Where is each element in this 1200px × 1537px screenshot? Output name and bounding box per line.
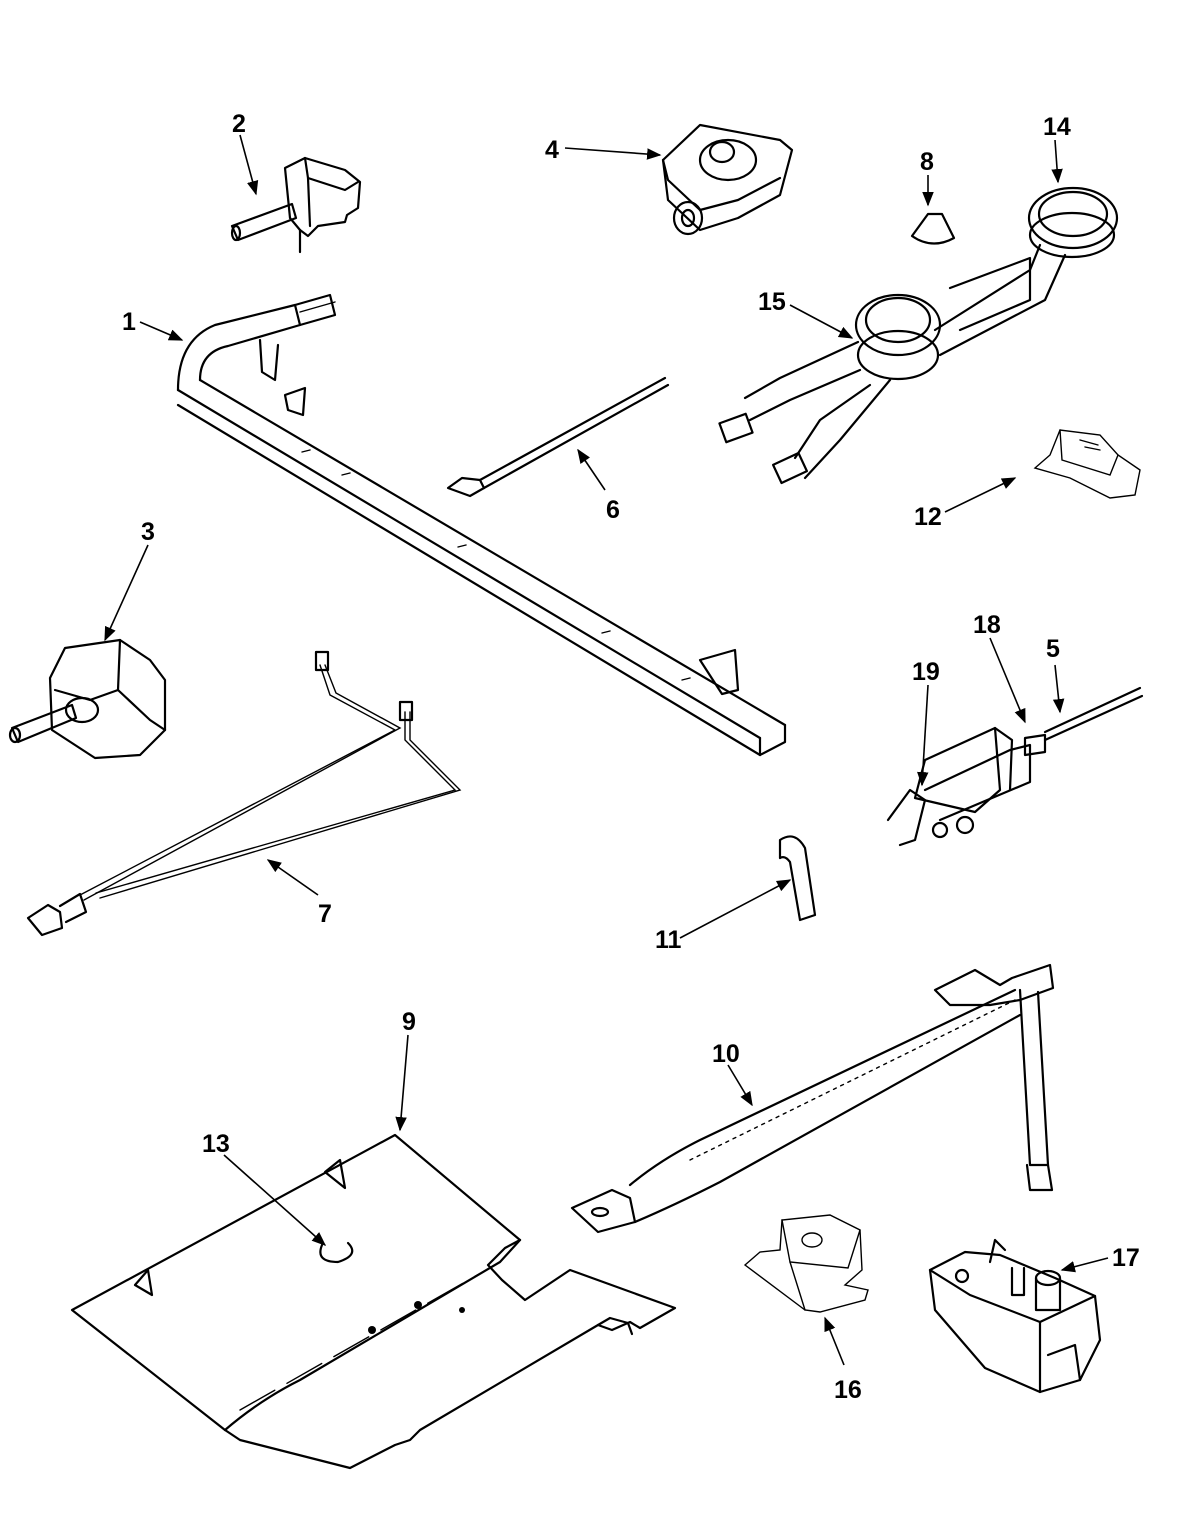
leader-3: [104, 544, 149, 642]
part-14-15-burner-assembly: [718, 186, 1119, 485]
callout-15: 15: [758, 288, 786, 316]
part-12-bracket: [1033, 429, 1141, 499]
leader-lines: [104, 134, 1109, 1366]
leader-5: [1052, 664, 1065, 714]
leader-17: [1060, 1257, 1109, 1273]
part-7-wires: [26, 650, 462, 937]
leader-16: [824, 1316, 845, 1366]
leader-2: [239, 134, 259, 196]
part-3-rotary-valve: [8, 638, 167, 760]
callout-1: 1: [122, 308, 136, 336]
callout-9: 9: [402, 1008, 416, 1036]
part-6-tube: [446, 376, 670, 498]
part-8-cap: [910, 212, 956, 245]
callout-19: 19: [912, 658, 940, 686]
part-4-valve-block: [661, 123, 794, 236]
callout-2: 2: [232, 110, 246, 138]
leader-4: [564, 147, 662, 160]
leader-1: [139, 321, 184, 341]
callout-8: 8: [920, 148, 934, 176]
callout-16: 16: [834, 1376, 862, 1404]
leader-7: [266, 859, 319, 896]
leader-11: [679, 879, 792, 939]
callout-7: 7: [318, 900, 332, 928]
part-17-safety-valve: [928, 1238, 1102, 1394]
callout-18: 18: [973, 611, 1001, 639]
part-13-clip: [319, 1241, 354, 1264]
callout-labels: 1 2 3 4 5 6 7 8 9 10 11 12 13 14 15 16 1…: [122, 110, 1140, 1404]
callout-4: 4: [545, 136, 559, 164]
part-11-tube: [778, 835, 817, 922]
leader-6: [577, 448, 606, 491]
callout-11: 11: [655, 926, 682, 954]
leader-15: [789, 304, 854, 339]
callout-3: 3: [141, 518, 155, 546]
callout-17: 17: [1112, 1244, 1140, 1272]
part-1-manifold: [176, 293, 787, 757]
leader-10: [727, 1064, 753, 1107]
leader-9: [395, 1034, 409, 1132]
callout-14: 14: [1043, 113, 1071, 141]
leader-13: [223, 1154, 327, 1246]
callout-12: 12: [914, 503, 942, 531]
callout-6: 6: [606, 496, 620, 524]
leader-14: [1051, 139, 1063, 184]
part-9-baffle: [70, 1133, 677, 1470]
part-10-burner-tube: [570, 963, 1055, 1234]
callout-13: 13: [202, 1130, 230, 1158]
part-2-switch: [230, 156, 362, 254]
callout-10: 10: [712, 1040, 740, 1068]
leader-18: [989, 637, 1026, 724]
leader-12: [944, 477, 1017, 513]
part-16-bracket: [743, 1214, 869, 1313]
leader-19: [917, 684, 929, 787]
callout-5: 5: [1046, 635, 1060, 663]
